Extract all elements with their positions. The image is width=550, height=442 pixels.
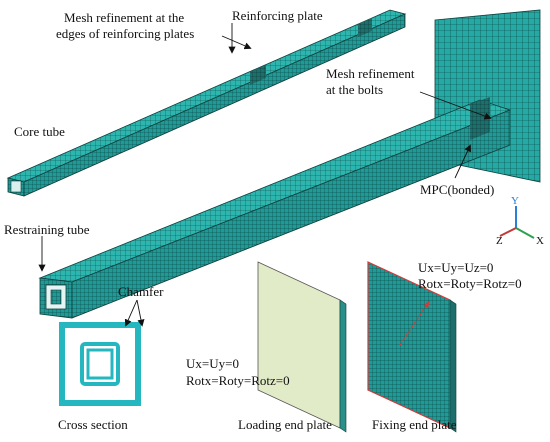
label-mesh-bolts-1: Mesh refinement [326, 66, 415, 81]
loading-end-plate [257, 261, 347, 433]
label-mesh-edges-2: edges of reinforcing plates [56, 26, 194, 41]
label-loading-bc-2: Rotx=Roty=Rotz=0 [186, 373, 290, 388]
axis-x-label: X [536, 235, 544, 247]
core-tube [6, 9, 407, 197]
label-fixing-bc-1: Ux=Uy=Uz=0 [418, 260, 493, 275]
label-chamfer: Chamfer [118, 284, 164, 299]
label-fixing-end-plate: Fixing end plate [372, 417, 457, 432]
label-restraining-tube: Restraining tube [4, 222, 90, 237]
label-mpc: MPC(bonded) [420, 182, 494, 197]
fixing-end-plate [367, 261, 457, 433]
label-core-tube: Core tube [14, 124, 65, 139]
cross-section [59, 322, 141, 406]
label-reinforcing-plate: Reinforcing plate [232, 8, 323, 23]
label-cross-section: Cross section [58, 417, 128, 432]
coordinate-triad: Y Z X [496, 195, 544, 247]
label-fixing-bc-2: Rotx=Roty=Rotz=0 [418, 276, 522, 291]
leader-lines [38, 23, 492, 327]
label-loading-bc-1: Ux=Uy=0 [186, 356, 239, 371]
label-mesh-bolts-2: at the bolts [326, 82, 383, 97]
axis-z-label: Z [496, 235, 503, 247]
axis-y-label: Y [511, 195, 519, 207]
restraining-tube [38, 97, 512, 319]
label-mesh-edges-1: Mesh refinement at the [64, 10, 184, 25]
fixing-arrow [399, 299, 431, 346]
label-loading-end-plate: Loading end plate [238, 417, 332, 432]
